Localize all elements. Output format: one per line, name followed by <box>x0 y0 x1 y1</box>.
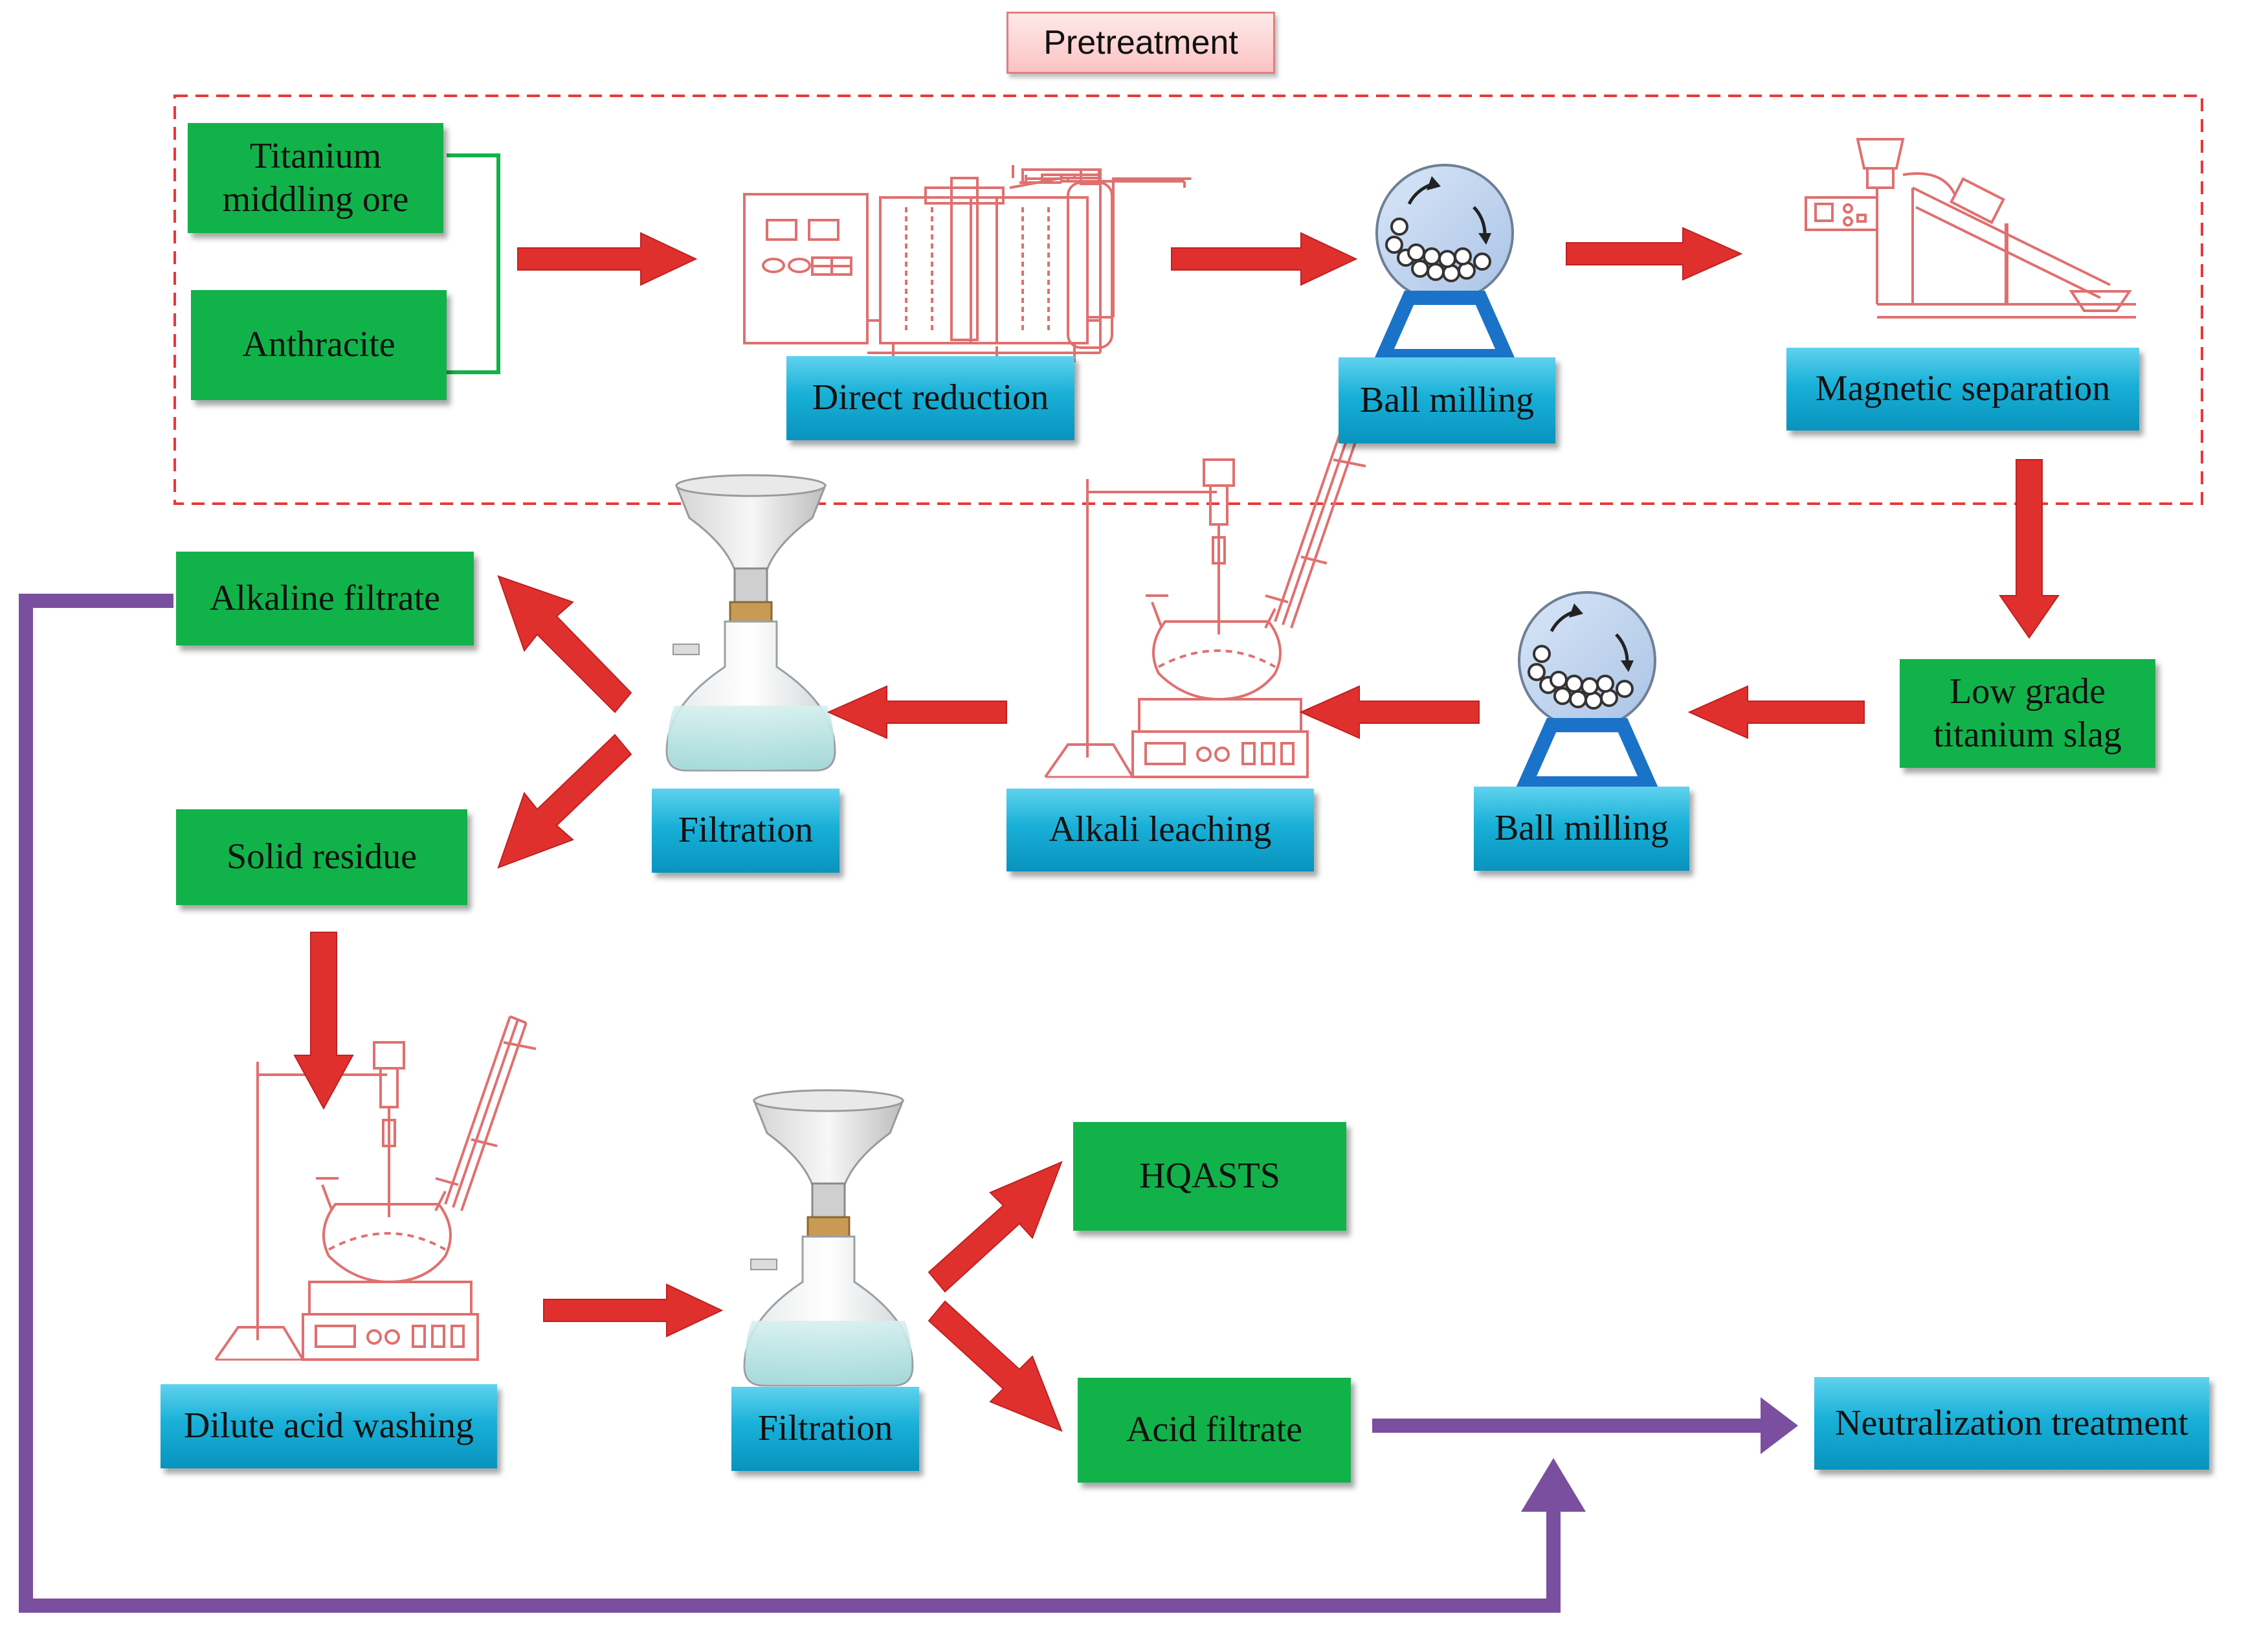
arrowhead-into-neutralization <box>1761 1397 1798 1454</box>
node-dilute-acid-washing: Dilute acid washing <box>161 1384 497 1468</box>
node-titanium-middling-ore: Titanium middling ore <box>188 123 443 233</box>
node-magnetic-separation: Magnetic separation <box>1786 348 2139 431</box>
ball-mill-2-illustration <box>1519 592 1655 783</box>
arrow-slag-to-ball-milling <box>1687 685 1865 739</box>
arrow-filtration-to-acid-filtrate <box>928 1300 1063 1432</box>
alkaline-filtrate-waste-line <box>19 594 1561 1613</box>
node-anthracite: Anthracite <box>191 290 447 400</box>
direct-reduction-apparatus <box>743 165 1192 364</box>
pretreatment-title: Pretreatment <box>1006 12 1275 74</box>
arrowhead-alkaline-into-neutralization <box>1521 1458 1586 1512</box>
arrow-ball-milling-to-magnetic-separation <box>1566 227 1743 281</box>
arrow-filtration-to-solid-residue <box>497 734 632 869</box>
arrow-filtration-to-alkaline-filtrate <box>497 575 632 713</box>
arrow-ball-milling-to-alkali-leaching <box>1299 685 1480 739</box>
node-alkali-leaching: Alkali leaching <box>1006 789 1314 871</box>
ball-mill-1-illustration <box>1377 165 1513 356</box>
arrow-dilute-acid-washing-to-filtration <box>543 1283 724 1338</box>
filtration-1-illustration <box>665 474 836 772</box>
node-direct-reduction: Direct reduction <box>786 356 1074 440</box>
arrow-solid-residue-to-dilute-acid-washing <box>293 932 354 1110</box>
node-hqasts: HQASTS <box>1073 1122 1346 1231</box>
dilute-acid-washing-reactor-illustration <box>214 1015 537 1361</box>
node-acid-filtrate: Acid filtrate <box>1078 1378 1351 1483</box>
arrow-magnetic-separation-to-slag <box>1999 459 2060 639</box>
node-ball-milling-2: Ball milling <box>1474 787 1689 871</box>
node-filtration-2: Filtration <box>731 1387 919 1471</box>
input-bracket <box>447 153 500 374</box>
arrow-reduction-to-ball-milling <box>1171 232 1358 286</box>
node-alkaline-filtrate: Alkaline filtrate <box>176 552 474 645</box>
node-neutralization-treatment: Neutralization treatment <box>1814 1377 2209 1470</box>
pretreatment-frame <box>173 95 2203 505</box>
magnetic-separator-apparatus <box>1805 138 2136 319</box>
arrow-alkali-leaching-to-filtration <box>827 685 1007 739</box>
alkali-leaching-reactor-illustration <box>1044 432 1367 778</box>
node-ball-milling-1: Ball milling <box>1339 357 1555 443</box>
node-filtration-1: Filtration <box>652 789 839 873</box>
arrow-inputs-to-reduction <box>517 232 698 286</box>
arrow-filtration-to-hqasts <box>928 1161 1063 1293</box>
node-solid-residue: Solid residue <box>176 809 467 905</box>
filtration-2-illustration <box>743 1089 914 1387</box>
node-low-grade-titanium-slag: Low grade titanium slag <box>1900 659 2155 768</box>
